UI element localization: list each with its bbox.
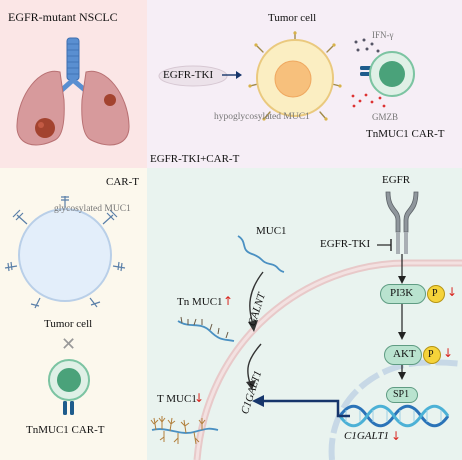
right-lung [81, 70, 130, 146]
muc1-label: MUC1 [256, 225, 287, 237]
pi3k-down-arrow: ↓ [447, 285, 458, 299]
akt-phospho-badge [423, 346, 441, 364]
pi3k-label: PI3K [390, 287, 414, 299]
treatment-arrow [222, 71, 242, 79]
expression-arrow [252, 395, 350, 418]
sp1-node [386, 387, 418, 403]
muc1-strand [237, 235, 285, 273]
granzyme-dots [351, 93, 386, 108]
panel-d-background [147, 168, 462, 460]
dna-helix [338, 404, 450, 428]
blocked-x-mark: ✕ [61, 334, 77, 355]
akt-phospho-p: P [428, 349, 434, 360]
car-t-cell-c [48, 359, 90, 415]
glycosylation-arrows [246, 271, 264, 390]
tumor-cell-glycosylated [4, 196, 126, 309]
egfr-tki-label: EGFR-TKI [163, 69, 214, 81]
egfr-receptor [385, 191, 419, 254]
akt-node [384, 345, 422, 365]
tn-muc1-label: Tn MUC1 [177, 296, 223, 308]
t-muc1-label: T MUC1 [157, 393, 197, 405]
egfr-tki-pill-shape [158, 65, 228, 87]
egfr-tki-label-d: EGFR-TKI [320, 238, 371, 250]
tumor-cell-hypoglycosylated [248, 31, 342, 121]
t-muc1-down-arrow: ↓ [194, 391, 205, 405]
sp1-label: SP1 [393, 389, 410, 400]
pi3k-phospho-p: P [432, 288, 438, 299]
t-muc1-strand [150, 416, 219, 445]
tnmuc1-car-t-label-b: TnMUC1 CAR-T [366, 128, 445, 140]
car-t-cell-b [360, 51, 415, 97]
panel-c-car-t-title: CAR-T [106, 176, 139, 188]
combination-therapy-label: EGFR-TKI+CAR-T [150, 153, 240, 165]
tnmuc1-car-t-label-c: TnMUC1 CAR-T [26, 424, 105, 436]
akt-label: AKT [393, 348, 416, 360]
egfr-tki-inhibition-mark [377, 239, 392, 251]
tumor-cell-label-c: Tumor cell [44, 318, 93, 330]
tn-muc1-strand [177, 316, 235, 342]
c1galt1-gene-down-arrow: ↓ [391, 429, 402, 443]
panel-a-title: EGFR-mutant NSCLC [8, 10, 118, 24]
akt-down-arrow: ↓ [443, 346, 454, 360]
signaling-arrows [398, 254, 406, 380]
gmzb-label: GMZB [372, 112, 399, 122]
c1galt1-gene-label: C1GALT1 [344, 430, 390, 442]
panel-b-title: Tumor cell [268, 12, 317, 24]
ifn-gamma-dots [354, 38, 380, 53]
cell-membrane-arcs [193, 259, 462, 460]
egfr-label: EGFR [382, 174, 411, 186]
hypoglycosylated-muc1-label: hypoglycosylated MUC1 [214, 112, 310, 122]
ifn-gamma-label: IFN-γ [372, 30, 394, 40]
lung-tumor-large [35, 118, 55, 138]
pi3k-node [380, 284, 426, 304]
glycosylated-muc1-label: glycosylated MUC1 [54, 204, 131, 214]
tn-muc1-up-arrow: ↑ [223, 294, 234, 308]
lung-tumor-small [104, 94, 116, 106]
lungs-illustration [16, 37, 130, 146]
pi3k-phospho-badge [427, 285, 445, 303]
